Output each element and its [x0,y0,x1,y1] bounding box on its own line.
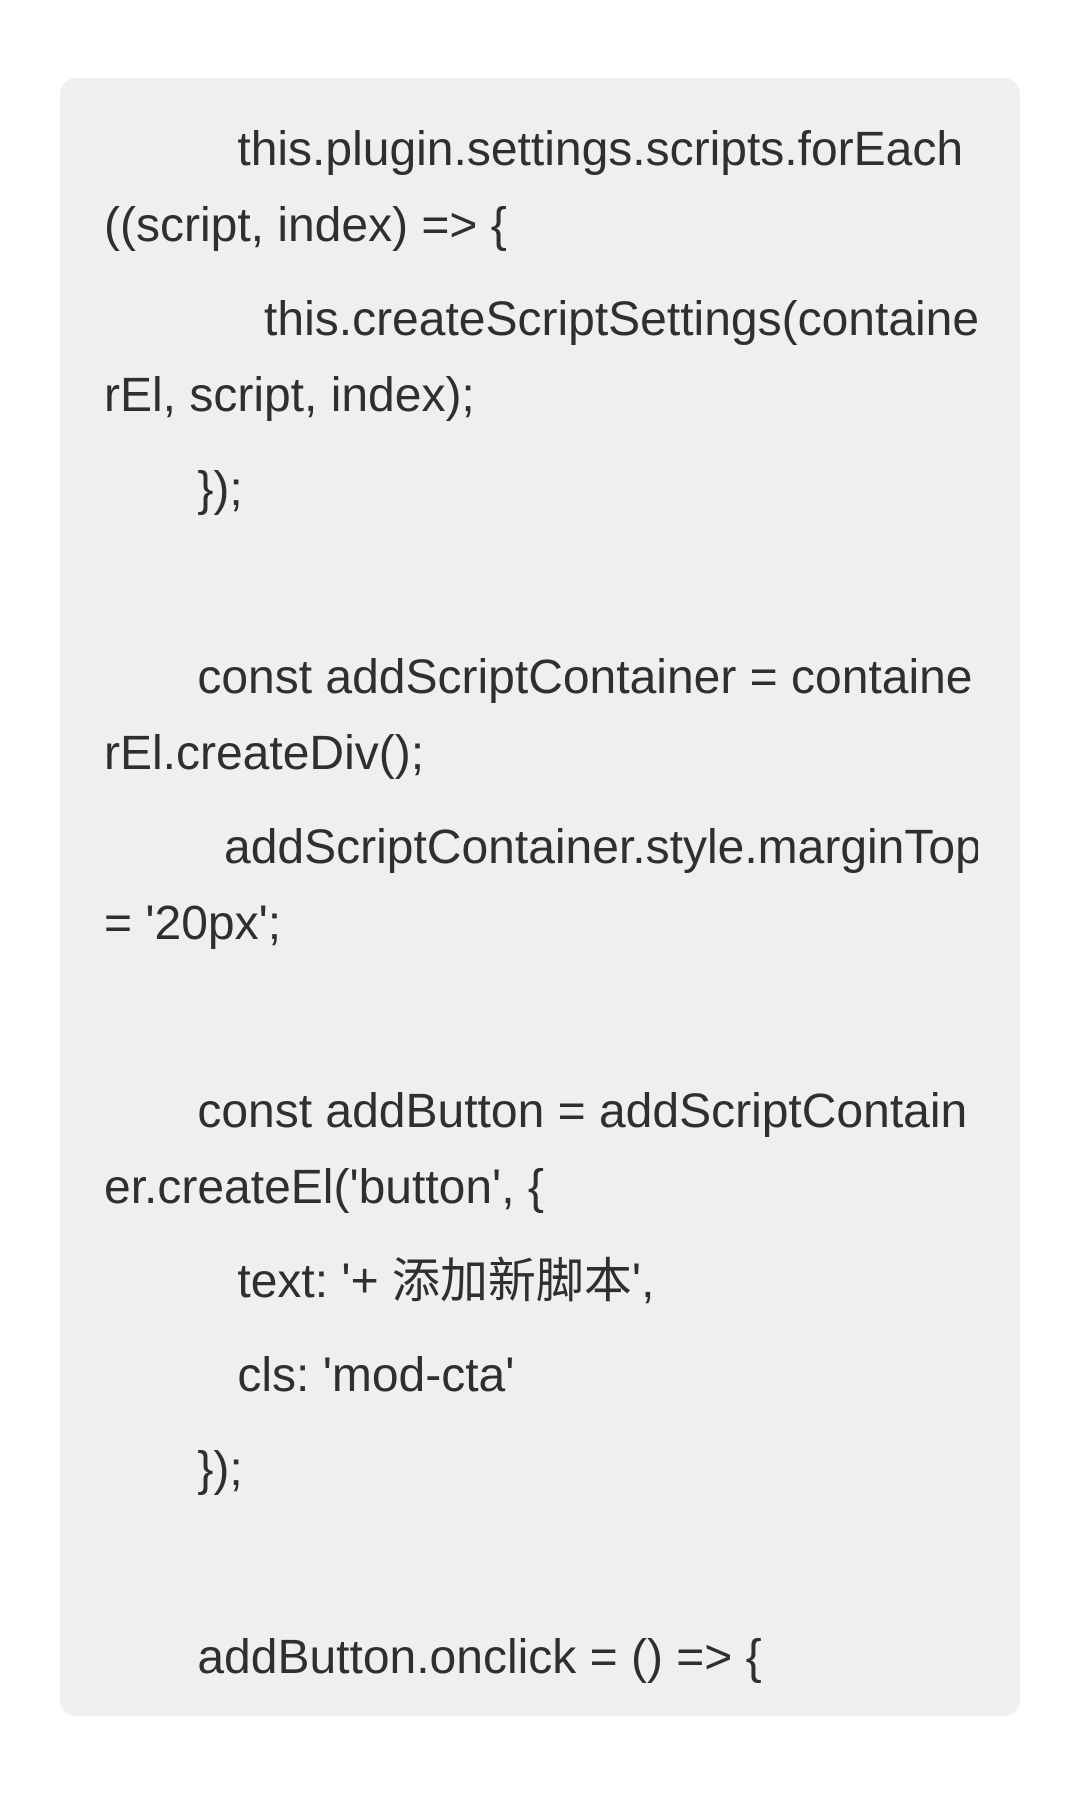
code-paragraph: addButton.onclick = () => { [104,1620,978,1696]
code-line: rEl.createDiv(); [104,727,425,780]
code-line: rEl, script, index); [104,369,475,422]
blank-line [104,546,978,622]
code-paragraph: const addScriptContainer = containe rEl.c… [104,640,978,792]
code-block: this.plugin.settings.scripts.forEach ((sc… [104,112,978,1696]
code-line: this.plugin.settings.scripts.forEach [104,123,964,176]
code-paragraph: cls: 'mod-cta' [104,1338,978,1414]
code-line [104,1526,978,1602]
code-line: this.createScriptSettings(containe [104,293,978,346]
code-paragraph: this.createScriptSettings(containe rEl, s… [104,282,978,434]
code-line: addScriptContainer.style.marginTop [104,821,978,874]
blank-line [104,1526,978,1602]
code-paragraph: }); [104,452,978,528]
code-line: ((script, index) => { [104,199,507,252]
code-line: cls: 'mod-cta' [104,1349,515,1402]
code-paragraph: addScriptContainer.style.marginTop = '20p… [104,810,978,962]
code-line: }); [104,1443,243,1496]
code-line: = '20px'; [104,897,282,950]
code-paragraph: }); [104,1432,978,1508]
code-line: text: '+ 添加新脚本', [104,1255,655,1308]
code-line: addButton.onclick = () => { [104,1631,762,1684]
code-paragraph: text: '+ 添加新脚本', [104,1244,978,1320]
code-line [104,546,978,622]
code-paragraph: const addButton = addScriptContain er.cre… [104,1074,978,1226]
blank-line [104,980,978,1056]
code-paragraph: this.plugin.settings.scripts.forEach ((sc… [104,112,978,264]
code-line: er.createEl('button', { [104,1161,544,1214]
code-line: const addScriptContainer = containe [104,651,973,704]
code-line: }); [104,463,243,516]
code-line: const addButton = addScriptContain [104,1085,968,1138]
code-line [104,980,978,1056]
code-message-bubble: this.plugin.settings.scripts.forEach ((sc… [60,78,1020,1716]
